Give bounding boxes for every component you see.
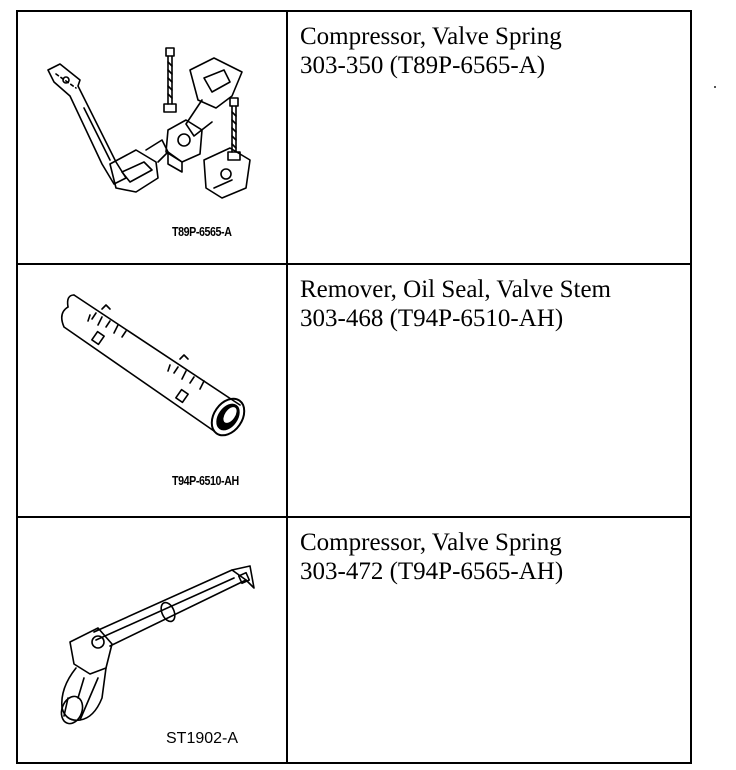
tool-image-cell: ST1902-A [16,515,288,765]
tool-number: 303-468 (T94P-6510-AH) [300,305,564,333]
scan-speck [714,86,716,88]
tool-part-number-label: ST1902-A [166,729,239,747]
tool-description-cell: Remover, Oil Seal, Valve Stem 303-468 (T… [286,263,692,518]
tool-number: 303-350 (T89P-6565-A) [300,52,546,79]
tool-row: ST1902-A Compressor, Valve Spring 303-47… [16,515,692,765]
valve-spring-compressor-illustration [47,47,251,199]
tool-name: Remover, Oil Seal, Valve Stem [300,276,611,304]
tool-description-cell: Compressor, Valve Spring 303-472 (T94P-6… [286,515,692,765]
tool-part-number-label: T94P-6510-AH [172,473,239,489]
tool-image-cell: T94P-6510-AH [16,263,288,518]
valve-spring-compressor-lever-illustration [60,564,255,725]
tool-name: Compressor, Valve Spring [300,528,562,556]
tool-part-number-label: T89P-6565-A [172,224,232,239]
tool-number: 303-472 (T94P-6565-AH) [300,557,564,585]
tool-description-cell: Compressor, Valve Spring 303-350 (T89P-6… [286,9,692,266]
tool-row: T89P-6565-A Compressor, Valve Spring 303… [16,9,692,266]
oil-seal-remover-illustration [60,294,246,437]
tool-image-cell: T89P-6565-A [16,9,288,266]
tool-row: T94P-6510-AH Remover, Oil Seal, Valve St… [16,263,692,518]
special-tools-table: T89P-6565-A Compressor, Valve Spring 303… [16,9,692,765]
tool-name: Compressor, Valve Spring [300,23,562,50]
